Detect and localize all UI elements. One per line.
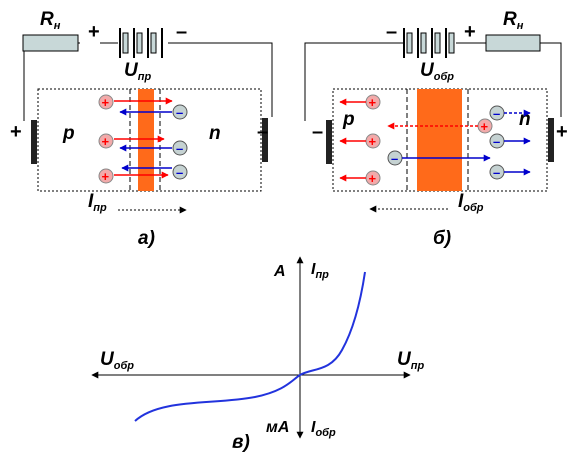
svg-text:+: + [369,134,377,149]
depletion-layer-b [417,89,462,191]
diagram-c-iv-characteristic: A Iпр мА Iобр Uобр Uпр в) [91,256,424,453]
svg-text:+: + [102,134,110,149]
hole-carrier: + [98,168,114,184]
resistor-label-b: Rн [503,9,524,32]
axis-down-label: Iобр [311,419,336,439]
svg-text:–: – [493,134,500,149]
axis-left-label: Uобр [100,349,134,372]
right-terminal-sign-b: + [556,121,568,143]
voltage-label-b: Uобр [420,60,454,83]
current-label-a: Iпр [88,191,107,214]
p-region-label-b: p [342,109,355,130]
hole-carrier: + [98,133,114,149]
circuit-wire-b [304,42,562,121]
electron-carrier: – [172,104,188,120]
diagram-a-forward-bias: Rн + – Uпр + – p n + + + – [10,9,273,249]
axis-right-label: Uпр [397,349,424,372]
electron-carrier: – [172,164,188,180]
hole-carrier: + [365,133,381,149]
load-resistor-b [485,34,541,52]
left-terminal-sign-a: + [10,121,22,143]
battery-minus-b: – [386,21,397,43]
hole-carrier: + [365,170,381,186]
right-electrode-a [262,118,268,162]
electron-carrier: – [172,140,188,156]
electron-carrier: – [489,105,505,121]
svg-text:–: – [493,165,500,180]
current-label-b: Iобр [458,191,484,214]
axis-up-unit: A [273,263,286,280]
caption-b: б) [433,228,451,249]
battery-minus-a: – [176,21,187,43]
electron-carrier: – [387,150,403,166]
charge-carriers-b: + + + + – – – – [365,94,505,186]
charge-carriers-a: + + + – – – [98,94,188,184]
svg-text:–: – [493,106,500,121]
svg-text:–: – [391,151,398,166]
electron-carrier: – [489,133,505,149]
hole-carrier: + [477,118,493,134]
battery-b [403,28,455,58]
left-terminal-sign-b: – [312,121,323,143]
right-terminal-sign-a: – [257,121,268,143]
hole-carrier: + [365,94,381,110]
n-region-label-a: n [209,123,221,144]
axis-down-unit: мА [266,419,289,436]
svg-text:–: – [176,141,183,156]
carrier-arrows-b [339,98,531,182]
svg-text:–: – [176,105,183,120]
p-region-label-a: p [62,123,75,144]
svg-text:–: – [176,165,183,180]
battery-plus-b: + [464,21,476,43]
load-resistor-a [22,34,79,52]
left-electrode-b [326,120,332,164]
svg-text:+: + [102,95,110,110]
svg-text:+: + [369,95,377,110]
resistor-label-a: Rн [40,9,61,32]
svg-text:+: + [369,171,377,186]
n-region-label-b: n [519,109,531,130]
crystal-body-b [332,88,548,192]
svg-text:+: + [102,169,110,184]
axis-up-label: Iпр [311,261,329,281]
iv-curve [134,271,366,422]
carrier-arrows-a [114,97,173,179]
diagram-b-reverse-bias: – + Rн Uобр – + p n + + + + – – – – [304,9,568,249]
depletion-layer-a [138,89,154,191]
electron-carrier: – [489,164,505,180]
battery-plus-a: + [88,21,100,43]
svg-text:+: + [481,119,489,134]
caption-a: а) [138,228,155,249]
hole-carrier: + [98,94,114,110]
right-electrode-b [548,118,554,162]
battery-a [119,28,163,58]
caption-c: в) [232,432,250,453]
left-electrode-a [31,120,37,164]
voltage-label-a: Uпр [124,60,151,83]
